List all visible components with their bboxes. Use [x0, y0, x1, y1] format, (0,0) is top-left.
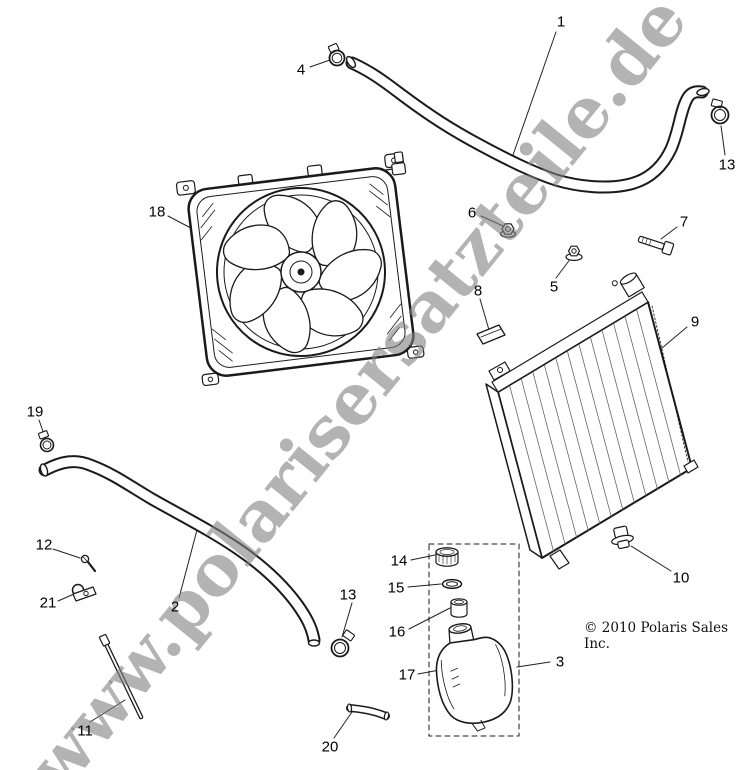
callout-13: 13 — [718, 156, 736, 174]
flange-nut-5 — [565, 245, 583, 262]
radiator-filler-neck — [611, 272, 645, 298]
upper-radiator-hose — [345, 55, 710, 194]
reference-box — [428, 543, 520, 737]
callout-19: 19 — [26, 403, 44, 421]
coolant-bottle — [435, 623, 514, 732]
hose-clamp-13-upper — [710, 98, 730, 125]
callout-3: 3 — [555, 653, 565, 671]
screw-12 — [80, 554, 97, 573]
callout-2: 2 — [170, 598, 180, 616]
bottle-cap-14 — [435, 547, 459, 567]
overflow-hose — [346, 703, 390, 721]
callout-9: 9 — [690, 313, 700, 331]
bolt-7 — [637, 235, 675, 256]
callout-16: 16 — [388, 623, 406, 641]
copyright-notice: © 2010 Polaris Sales Inc. — [584, 620, 728, 652]
o-ring-15 — [441, 578, 463, 590]
fan-blades — [222, 194, 382, 354]
callout-14: 14 — [390, 552, 408, 570]
hose-clamp-4 — [327, 42, 346, 67]
callout-5: 5 — [549, 278, 559, 296]
callout-20: 20 — [321, 738, 339, 756]
callout-21: 21 — [39, 594, 57, 612]
callout-12: 12 — [35, 536, 53, 554]
radiator — [485, 272, 699, 570]
callout-10: 10 — [672, 569, 690, 587]
fan-connector — [385, 151, 407, 176]
lower-radiator-hose — [38, 455, 321, 647]
hose-clamp-19 — [37, 430, 55, 453]
p-clamp-21 — [71, 583, 97, 602]
hose-clamp-13-lower — [330, 629, 355, 658]
callout-18: 18 — [148, 203, 166, 221]
callout-1: 1 — [556, 13, 566, 31]
callout-15: 15 — [387, 579, 405, 597]
bushing-16 — [450, 598, 468, 618]
mount-bracket — [476, 324, 506, 345]
callout-17: 17 — [398, 666, 416, 684]
flange-screw-10 — [611, 525, 634, 550]
callout-8: 8 — [473, 282, 483, 300]
callout-4: 4 — [296, 61, 306, 79]
bolt-11 — [98, 633, 144, 720]
fan-shroud-assembly — [175, 151, 425, 387]
callout-11: 11 — [77, 722, 93, 740]
flange-nut-6 — [499, 223, 517, 238]
callout-6: 6 — [467, 204, 477, 222]
callout-7: 7 — [679, 213, 689, 231]
leader-lines — [38, 31, 726, 739]
callout-13: 13 — [339, 586, 357, 604]
